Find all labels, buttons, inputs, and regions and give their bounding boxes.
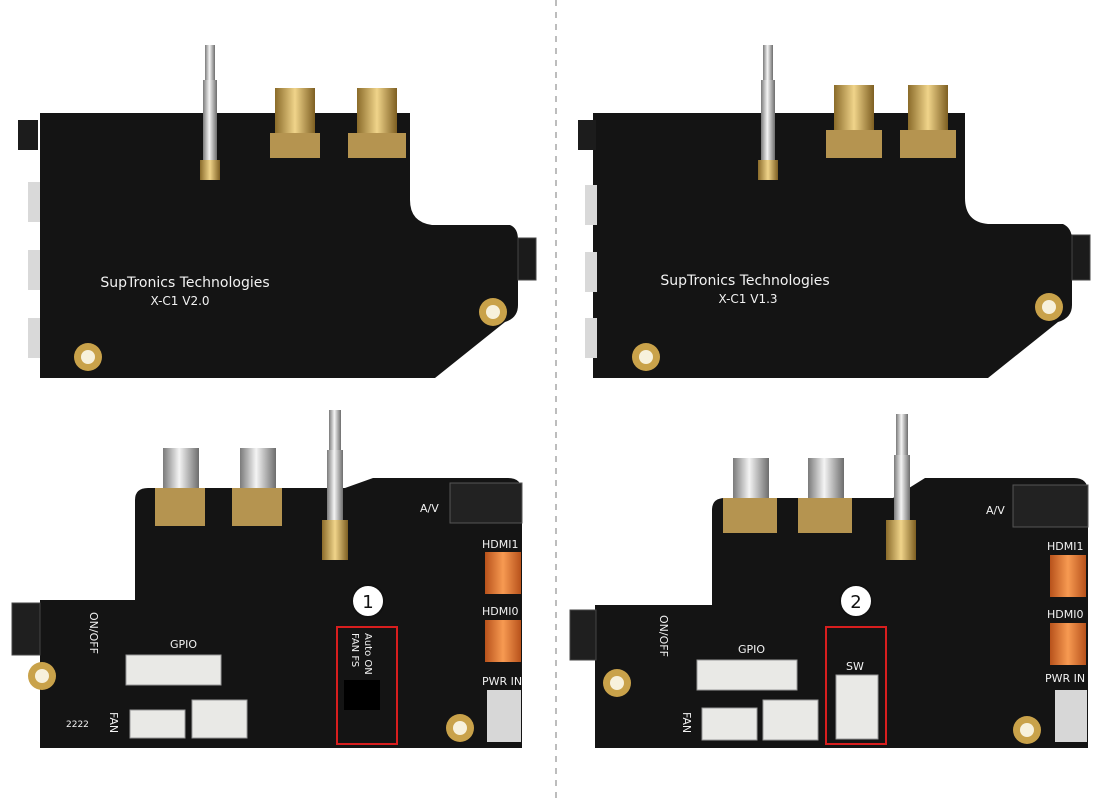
label-av: A/V <box>420 502 439 515</box>
label-fan: FAN <box>680 712 693 733</box>
audio-jack-plug <box>758 45 778 180</box>
audio-jack-plug <box>200 45 220 180</box>
marker-2 <box>839 584 873 618</box>
audio-jack-plug <box>322 410 348 560</box>
power-button <box>569 609 597 661</box>
gpio-header <box>125 654 222 686</box>
label-code: 2222 <box>66 720 89 730</box>
label-fan: FAN <box>107 712 120 733</box>
sw-header <box>835 674 879 740</box>
board-bottom-right: A/V HDMI1 HDMI0 PWR IN ON/OFF GPIO FAN S… <box>569 414 1089 748</box>
hdmi-connector-a <box>723 458 777 533</box>
hdmi0-port <box>1050 623 1086 665</box>
marker-2-text: 2 <box>850 592 861 613</box>
hdmi-connector-a <box>270 88 320 158</box>
board-model-text: X-C1 V2.0 <box>150 294 209 308</box>
label-hdmi0: HDMI0 <box>482 605 518 618</box>
label-auto-on: Auto ON <box>362 633 373 675</box>
hdmi-connector-b <box>348 88 406 158</box>
usb-c-port <box>1055 690 1087 742</box>
aux-header <box>191 699 248 739</box>
hdmi-connector-a <box>155 448 205 526</box>
hdmi-connector-b <box>232 448 282 526</box>
hdmi-connector-b <box>900 85 956 158</box>
fan-header <box>129 709 186 739</box>
label-on-off: ON/OFF <box>87 612 100 654</box>
label-pwr-in: PWR IN <box>1045 672 1085 685</box>
usb-c-port <box>487 690 521 742</box>
label-on-off: ON/OFF <box>657 615 670 657</box>
label-gpio: GPIO <box>170 638 197 651</box>
label-av: A/V <box>986 504 1005 517</box>
highlight-box-1 <box>336 626 398 745</box>
marker-1 <box>351 584 385 618</box>
label-pwr-in: PWR IN <box>482 675 522 688</box>
label-fan-fs: FAN FS <box>349 633 360 667</box>
label-sw: SW <box>846 660 864 673</box>
marker-1-text: 1 <box>362 592 373 613</box>
aux-header <box>762 699 819 741</box>
board-top-right: SupTronics Technologies X-C1 V1.3 <box>578 45 1091 378</box>
hdmi-connector-a <box>826 85 882 158</box>
board-brand-text: SupTronics Technologies <box>100 275 269 291</box>
label-hdmi1: HDMI1 <box>1047 540 1083 553</box>
board-model-text: X-C1 V1.3 <box>718 292 777 306</box>
hdmi1-port <box>1050 555 1086 597</box>
av-jack <box>1012 484 1089 528</box>
hdmi-connector-b <box>798 458 852 533</box>
board-bottom-left: A/V HDMI1 HDMI0 PWR IN ON/OFF GPIO FAN A… <box>11 410 523 748</box>
power-button <box>11 602 41 656</box>
hdmi1-port <box>485 552 521 594</box>
highlight-box-2 <box>825 626 887 745</box>
board-brand-text: SupTronics Technologies <box>660 273 829 289</box>
label-hdmi0: HDMI0 <box>1047 608 1083 621</box>
board-top-left: SupTronics Technologies X-C1 V2.0 <box>18 45 537 378</box>
av-jack <box>449 482 523 524</box>
gpio-header <box>696 659 798 691</box>
hdmi0-port <box>485 620 521 662</box>
audio-jack-plug <box>886 414 916 560</box>
fan-header <box>701 707 758 741</box>
label-hdmi1: HDMI1 <box>482 538 518 551</box>
label-gpio: GPIO <box>738 643 765 656</box>
